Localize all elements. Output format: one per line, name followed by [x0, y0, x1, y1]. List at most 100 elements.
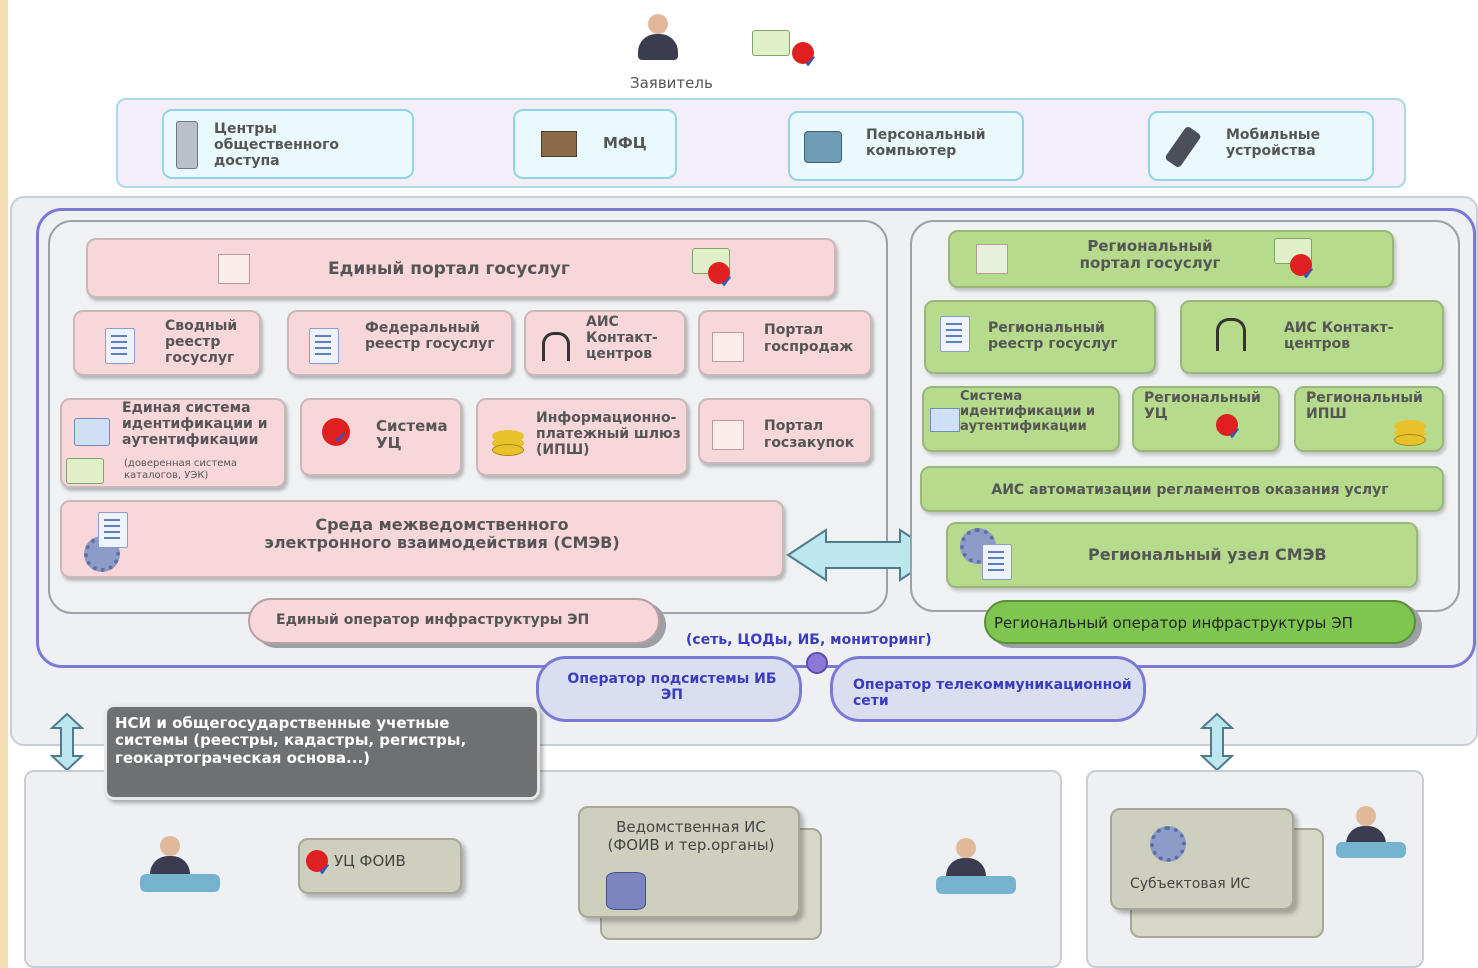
web-icon	[712, 420, 744, 450]
federal-operator[interactable]: Единый оператор инфраструктуры ЭП	[248, 598, 660, 644]
headset-icon	[542, 332, 570, 361]
regional-ais-contact[interactable]: АИС Контакт-центров	[1180, 300, 1444, 374]
regional-uc-label: Региональный УЦ	[1144, 390, 1261, 423]
federal-portal-label: Единый портал госуслуг	[328, 259, 570, 279]
portal-zak-label: Портал госзакупок	[764, 418, 855, 451]
regional-portal[interactable]: Региональный портал госуслуг	[948, 230, 1394, 288]
registry-icon	[309, 328, 339, 364]
user-id-icon	[74, 418, 110, 446]
fed-ais-label: АИС Контакт-центров	[586, 314, 658, 363]
gear-icon	[1150, 826, 1186, 862]
regional-ais-label: АИС Контакт-центров	[1284, 320, 1394, 353]
network-label: (сеть, ЦОДы, ИБ, мониторинг)	[686, 632, 932, 648]
uc-foiv-label: УЦ ФОИВ	[334, 852, 406, 870]
desk-icon	[1336, 842, 1406, 858]
subject-is[interactable]: Субъектовая ИС	[1110, 808, 1294, 910]
computer-icon	[804, 131, 842, 163]
uc-foiv[interactable]: УЦ ФОИВ	[298, 838, 462, 894]
card-icon	[66, 458, 104, 484]
regional-ident[interactable]: Система идентификации и аутентификации	[922, 386, 1120, 452]
card-icon	[752, 30, 790, 56]
federal-operator-label: Единый оператор инфраструктуры ЭП	[276, 612, 590, 628]
access-item-mobile: Мобильные устройства	[1148, 111, 1374, 181]
document-icon	[982, 544, 1012, 580]
ais-reglament[interactable]: АИС автоматизации регламентов оказания у…	[920, 466, 1444, 512]
regional-smev-node[interactable]: Региональный узел СМЭВ	[946, 522, 1418, 588]
coins-icon	[492, 444, 524, 456]
uc-label: Система УЦ	[376, 417, 448, 453]
ib-operator[interactable]: Оператор подсистемы ИБ ЭП	[536, 656, 802, 722]
seal-icon	[708, 262, 733, 292]
access-label: МФЦ	[603, 134, 647, 152]
user-id-icon	[930, 408, 960, 432]
registry-icon	[105, 328, 135, 364]
ib-operator-label: Оператор подсистемы ИБ ЭП	[567, 671, 777, 704]
vedom-is[interactable]: Ведомственная ИС (ФОИВ и тер.органы)	[578, 806, 800, 918]
regional-reestr-label: Региональный реестр госуслуг	[988, 320, 1118, 353]
ipsh-label: Информационно-платежный шлюз (ИПШ)	[536, 410, 681, 459]
portal-icon	[976, 244, 1008, 274]
access-label: Персональный компьютер	[866, 127, 986, 160]
right-vertical-arrow	[1200, 712, 1234, 772]
portal-prod-label: Портал госпродаж	[764, 322, 854, 355]
database-icon	[606, 872, 646, 910]
svod-reestr[interactable]: Сводный реестр госуслуг	[73, 310, 261, 376]
applicant-icon	[638, 14, 678, 60]
desk-icon	[936, 876, 1016, 894]
left-decor-strip	[0, 0, 8, 968]
seal-icon	[306, 850, 331, 880]
building-icon	[541, 131, 577, 157]
applicant-group: Заявитель	[600, 6, 860, 94]
access-item-mfc: МФЦ	[513, 109, 677, 179]
esia[interactable]: Единая система идентификации и аутентифи…	[60, 398, 286, 488]
vedom-is-label: Ведомственная ИС (ФОИВ и тер.органы)	[607, 818, 775, 854]
phone-icon	[1164, 125, 1202, 169]
regional-uc[interactable]: Региональный УЦ	[1132, 386, 1280, 452]
document-icon	[98, 512, 128, 548]
telecom-operator[interactable]: Оператор телекоммуникационной сети	[830, 656, 1146, 722]
subject-is-label: Субъектовая ИС	[1130, 876, 1251, 892]
nsi-label: НСИ и общегосударственные учетные систем…	[115, 714, 467, 767]
seal-icon	[322, 418, 350, 448]
portal-icon	[218, 254, 250, 284]
access-item-pc: Персональный компьютер	[788, 111, 1024, 181]
esia-label: Единая система идентификации и аутентифи…	[122, 400, 268, 449]
sistema-uc[interactable]: Система УЦ	[300, 398, 462, 476]
seal-icon	[1290, 254, 1315, 284]
regional-operator-label: Региональный оператор инфраструктуры ЭП	[994, 614, 1353, 632]
regional-ipsh[interactable]: Региональный ИПШ	[1294, 386, 1444, 452]
fed-ais-contact[interactable]: АИС Контакт-центров	[524, 310, 686, 376]
fed-reestr-label: Федеральный реестр госуслуг	[365, 320, 495, 353]
kiosk-icon	[176, 121, 198, 169]
access-label: Центры общественного доступа	[214, 121, 340, 170]
smev-label: Среда межведомственного электронного вза…	[264, 515, 620, 553]
federal-portal[interactable]: Единый портал госуслуг	[86, 238, 836, 298]
left-vertical-arrow	[50, 712, 84, 772]
fed-reestr[interactable]: Федеральный реестр госуслуг	[287, 310, 513, 376]
regional-ident-label: Система идентификации и аутентификации	[960, 389, 1096, 434]
headset-icon	[1216, 318, 1246, 351]
coins-icon	[1394, 434, 1426, 446]
ais-reglament-label: АИС автоматизации регламентов оказания у…	[991, 482, 1389, 498]
ipsh[interactable]: Информационно-платежный шлюз (ИПШ)	[476, 398, 688, 476]
desk-icon	[140, 874, 220, 892]
regional-portal-label: Региональный портал госуслуг	[1079, 237, 1221, 273]
web-icon	[712, 332, 744, 362]
nsi-box[interactable]: НСИ и общегосударственные учетные систем…	[104, 704, 540, 800]
telecom-operator-label: Оператор телекоммуникационной сети	[853, 677, 1132, 710]
portal-prod[interactable]: Портал госпродаж	[698, 310, 872, 376]
regional-smev-label: Региональный узел СМЭВ	[1088, 545, 1327, 564]
regional-reestr[interactable]: Региональный реестр госуслуг	[924, 300, 1156, 374]
registry-icon	[940, 316, 970, 352]
seal-icon	[1216, 414, 1241, 444]
access-label: Мобильные устройства	[1226, 127, 1321, 160]
smev[interactable]: Среда межведомственного электронного вза…	[60, 500, 784, 578]
regional-operator[interactable]: Региональный оператор инфраструктуры ЭП	[984, 600, 1416, 644]
portal-zak[interactable]: Портал госзакупок	[698, 398, 872, 464]
esia-note: (доверенная система каталогов, УЭК)	[124, 458, 238, 481]
seal-icon	[792, 42, 817, 72]
access-item-public-centers: Центры общественного доступа	[162, 109, 414, 179]
federal-agencies-panel	[24, 770, 1062, 968]
regional-ipsh-label: Региональный ИПШ	[1306, 390, 1423, 423]
access-channels-panel: Центры общественного доступа МФЦ Персона…	[116, 98, 1406, 188]
